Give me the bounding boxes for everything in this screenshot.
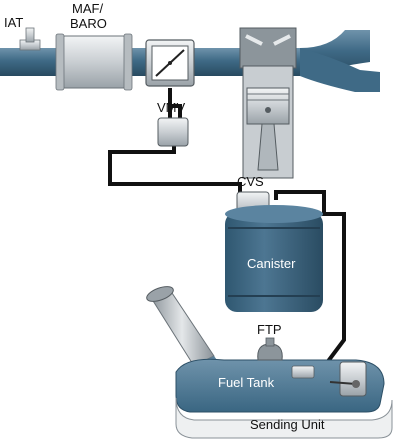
tank-bottom-shell bbox=[175, 397, 393, 439]
maf-baro-label-line2: BARO bbox=[70, 16, 107, 31]
fuel-tank bbox=[175, 358, 385, 413]
vmv-label: VMV bbox=[157, 100, 186, 115]
canister-label: Canister bbox=[247, 256, 296, 271]
canister bbox=[225, 205, 323, 312]
cvs-label: CVS bbox=[237, 174, 264, 189]
throttle-body bbox=[145, 39, 195, 87]
fuel-tank-label: Fuel Tank bbox=[218, 375, 275, 390]
ftp-label: FTP bbox=[257, 322, 282, 337]
iat-label: IAT bbox=[4, 15, 23, 30]
ftp-sensor bbox=[257, 337, 283, 361]
maf-baro-sensor bbox=[55, 33, 133, 91]
engine-cylinder bbox=[239, 27, 297, 179]
iat-sensor bbox=[19, 27, 41, 51]
sending-unit-label: Sending Unit bbox=[250, 417, 325, 432]
tank-vent-valve bbox=[291, 365, 315, 379]
sending-unit bbox=[329, 361, 367, 397]
maf-baro-label-line1: MAF/ bbox=[72, 1, 103, 16]
vmv-valve bbox=[157, 117, 189, 147]
